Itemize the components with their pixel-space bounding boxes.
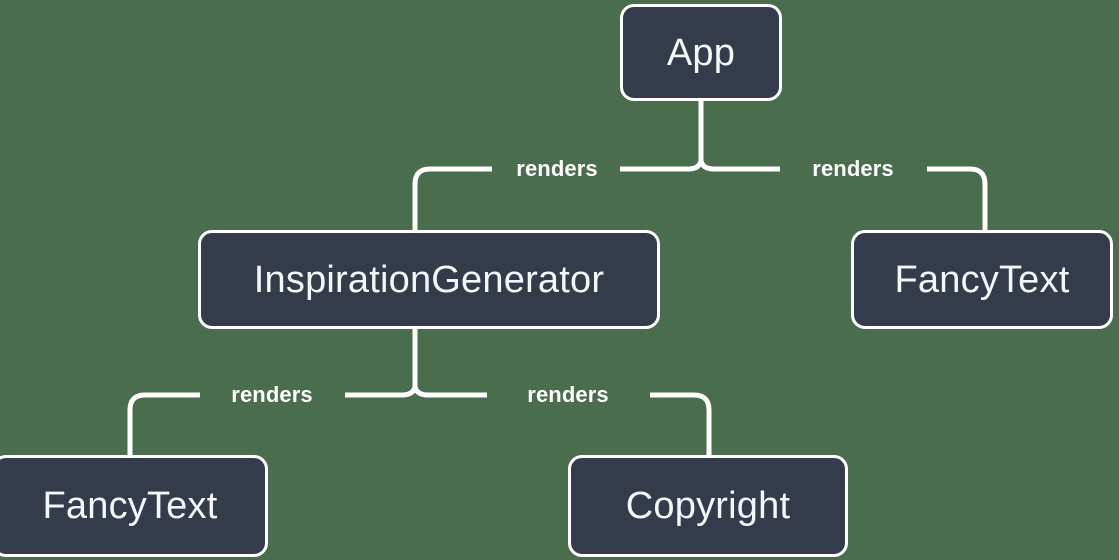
node-inspiration-generator-label: InspirationGenerator: [253, 258, 605, 301]
node-app-label: App: [666, 31, 736, 74]
edge-label-app-to-inspiration: renders: [516, 156, 598, 181]
edge-label-inspiration-to-fancytext-left: renders: [231, 382, 313, 407]
node-fancytext-left[interactable]: FancyText: [0, 455, 268, 557]
node-fancytext-right-label: FancyText: [894, 258, 1070, 301]
node-copyright-label: Copyright: [625, 485, 791, 527]
node-fancytext-right[interactable]: FancyText: [851, 230, 1113, 329]
node-app[interactable]: App: [620, 4, 782, 101]
node-fancytext-left-label: FancyText: [42, 485, 218, 527]
edge-label-app-to-fancytext-right: renders: [812, 156, 894, 181]
edge-label-inspiration-to-copyright: renders: [527, 382, 609, 407]
node-inspiration-generator[interactable]: InspirationGenerator: [198, 230, 660, 329]
node-copyright[interactable]: Copyright: [568, 455, 848, 557]
